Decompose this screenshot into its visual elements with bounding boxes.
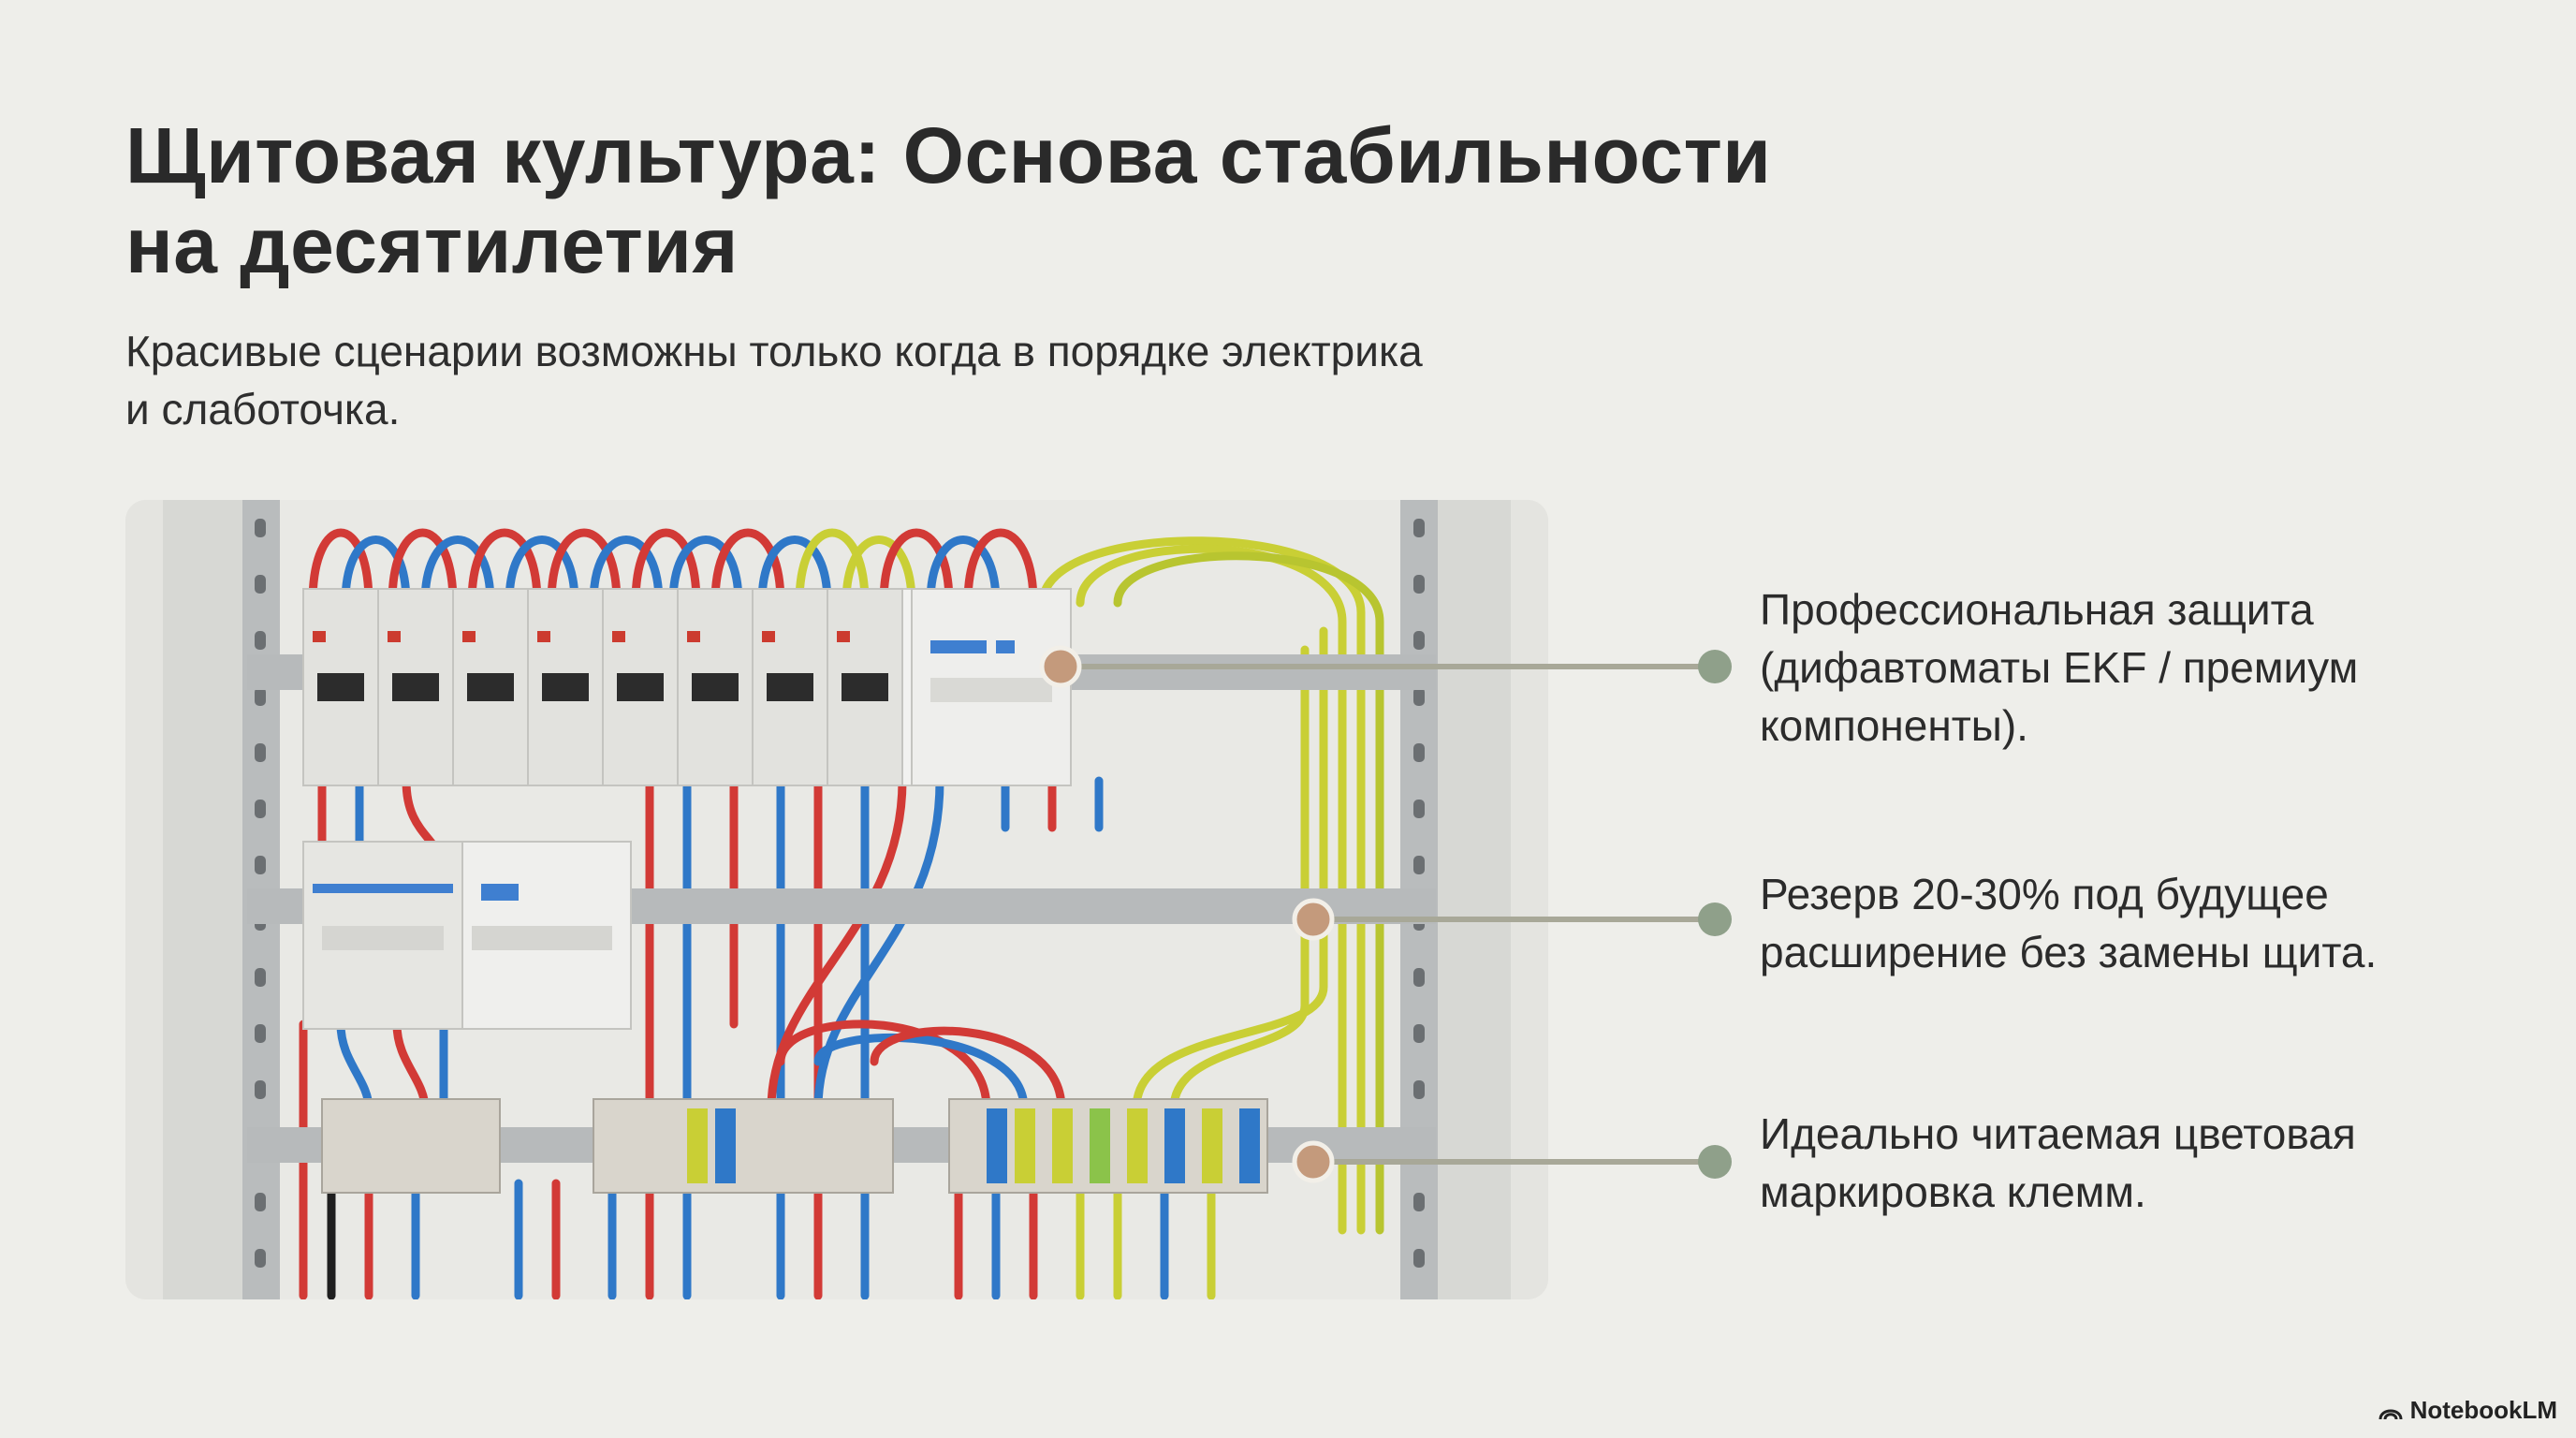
callout-1-line-2: (дифавтоматы EKF / премиум <box>1760 643 2359 692</box>
callout-3-line-1: Идеально читаемая цветовая <box>1760 1109 2356 1158</box>
callout-text-1: Профессиональная защита (дифавтоматы EKF… <box>1760 580 2527 755</box>
callout-1-line-3: компоненты). <box>1760 701 2028 750</box>
callout-marker-far-2 <box>1698 902 1732 936</box>
callout-2-line-2: расширение без замены щита. <box>1760 928 2378 976</box>
slide-subtitle: Красивые сценарии возможны только когда … <box>125 322 1773 438</box>
callout-marker-far-3 <box>1698 1145 1732 1179</box>
callout-marker-far-1 <box>1698 650 1732 683</box>
slide-title: Щитовая культура: Основа стабильности на… <box>125 110 2091 290</box>
notebooklm-brand: NotebookLM <box>2378 1396 2557 1425</box>
callout-1-line-1: Профессиональная защита <box>1760 585 2314 634</box>
slide-title-line-1: Щитовая культура: Основа стабильности <box>125 111 1772 199</box>
notebooklm-logo-icon <box>2378 1409 2403 1419</box>
electrical-panel-illustration <box>125 500 1548 1299</box>
brand-name: NotebookLM <box>2409 1396 2557 1424</box>
callout-2-line-1: Резерв 20-30% под будущее <box>1760 870 2329 918</box>
callout-text-2: Резерв 20-30% под будущее расширение без… <box>1760 865 2527 981</box>
electrical-panel-photo <box>125 500 1548 1299</box>
callout-text-3: Идеально читаемая цветовая маркировка кл… <box>1760 1105 2527 1221</box>
slide-title-line-2: на десятилетия <box>125 201 739 289</box>
slide-subtitle-line-2: и слаботочка. <box>125 385 401 433</box>
callout-3-line-2: маркировка клемм. <box>1760 1167 2146 1216</box>
slide-subtitle-line-1: Красивые сценарии возможны только когда … <box>125 327 1423 375</box>
